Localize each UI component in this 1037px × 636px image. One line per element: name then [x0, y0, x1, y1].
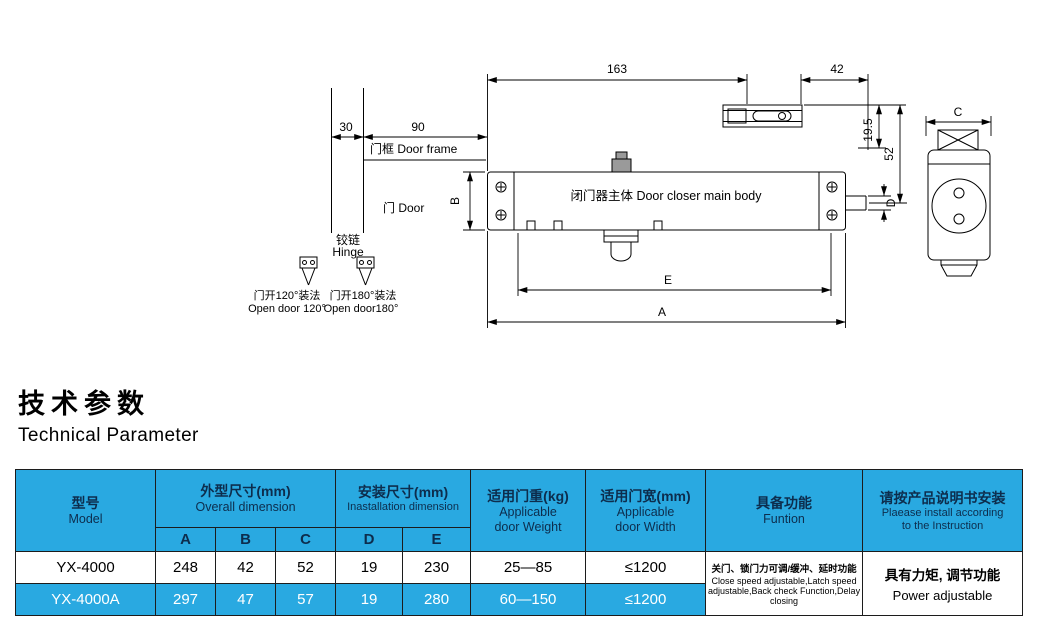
pinion-shaft: [845, 195, 867, 211]
weight-header-en1: Applicable: [499, 505, 557, 520]
power-cell: 具有力矩, 调节功能 Power adjustable: [862, 551, 1024, 616]
col-header-d: D: [335, 527, 404, 552]
screw-holes: [495, 181, 838, 221]
model-header-cn: 型号: [71, 495, 100, 512]
open-180-label-cn: 门开180°装法: [330, 288, 397, 302]
dim-e-label: E: [664, 273, 672, 287]
note-header-cn: 请按产品说明书安装: [879, 489, 1006, 506]
dim-d-label: D: [884, 198, 898, 207]
dim-90-label: 90: [411, 120, 425, 134]
power-text-cn: 具有力矩, 调节功能: [884, 568, 1001, 583]
col-header-overall: 外型尺寸(mm) Overall dimension: [154, 469, 337, 528]
drawing-texts: 30 90 163 42 19.5 52 B D C E A 门框 Door f…: [248, 62, 963, 319]
col-header-e: E: [402, 527, 472, 552]
door-closer-body: [487, 151, 846, 262]
function-header-cn: 具备功能: [756, 495, 813, 512]
cell-width: ≤1200: [585, 583, 707, 616]
install-header-cn: 安装尺寸(mm): [357, 484, 449, 501]
cell-dim-c: 52: [274, 551, 337, 584]
col-header-note: 请按产品说明书安装 Plaease install according to t…: [862, 469, 1024, 552]
valve-screw: [526, 220, 536, 231]
table-row: YX-4000 248 42 52 19 230 25—85 ≤1200 关门、…: [15, 551, 1024, 616]
hinge-label-en: Hinge: [332, 245, 364, 259]
dim-c-label: C: [954, 105, 963, 119]
overall-header-cn: 外型尺寸(mm): [200, 483, 291, 500]
dim-52-label: 52: [882, 147, 896, 161]
main-body-label: 闭门器主体 Door closer main body: [570, 188, 762, 203]
cell-weight: 60—150: [470, 583, 587, 616]
function-header-en: Funtion: [763, 512, 805, 527]
dim-30-label: 30: [339, 120, 353, 134]
door-frame-lines: [331, 88, 486, 233]
open-120-label-en: Open door 120°: [248, 303, 326, 315]
col-header-c: C: [274, 527, 337, 552]
cell-model: YX-4000: [15, 551, 156, 584]
cell-dim-b: 42: [215, 551, 276, 584]
section-title: 技术参数 Technical Parameter: [18, 382, 199, 447]
open-180-label-en: Open door180°: [324, 303, 399, 315]
col-header-b: B: [215, 527, 276, 552]
dim-a-label: A: [658, 305, 666, 319]
pinion-cap: [611, 158, 632, 173]
width-header-cn: 适用门宽(mm): [600, 488, 691, 505]
col-header-install: 安装尺寸(mm) Inastallation dimension: [335, 469, 472, 528]
technical-drawing: 30 90 163 42 19.5 52 B D C E A 门框 Door f…: [248, 62, 992, 328]
dim-163-label: 163: [607, 62, 627, 76]
cell-dim-c: 57: [274, 583, 337, 616]
col-header-width: 适用门宽(mm) Applicable door Width: [585, 469, 707, 552]
door-label: 门 Door: [383, 200, 424, 215]
arm-shoe: [603, 229, 639, 262]
section-title-en: Technical Parameter: [18, 425, 199, 446]
table-row: YX-4000A 297 47 57 19 280 60—150 ≤1200: [15, 583, 1023, 616]
col-header-function: 具备功能 Funtion: [705, 469, 864, 552]
dim-42-label: 42: [830, 62, 844, 76]
cell-dim-b: 47: [215, 583, 276, 616]
function-text-cn: 关门、锁门力可调/缓冲、延时功能: [711, 563, 857, 575]
weight-header-en2: door Weight: [494, 519, 562, 534]
valve-screw: [653, 220, 663, 231]
dimension-lines-top: [331, 74, 869, 171]
hinge-symbols: [299, 256, 375, 286]
width-header-en1: Applicable: [616, 505, 675, 520]
cell-dim-d: 19: [335, 551, 404, 584]
cell-width: ≤1200: [585, 551, 707, 584]
install-header-en: Inastallation dimension: [347, 501, 459, 514]
door-frame-label: 门框 Door frame: [370, 141, 458, 156]
mounting-bracket: [722, 104, 803, 128]
section-title-cn: 技术参数: [18, 389, 150, 419]
col-header-weight: 适用门重(kg) Applicable door Weight: [470, 469, 587, 552]
width-header-en2: door Width: [615, 519, 676, 534]
open-120-label-cn: 门开120°装法: [254, 288, 321, 302]
cell-dim-e: 230: [402, 551, 472, 584]
cell-weight: 25—85: [470, 551, 587, 584]
dimension-lines-left: [463, 171, 485, 231]
side-view: [925, 116, 992, 277]
overall-header-en: Overall dimension: [195, 500, 296, 515]
valve-screw: [553, 220, 563, 231]
note-header-en1: Plaease install according: [881, 506, 1004, 519]
hinge-label-cn: 铰链: [336, 232, 360, 247]
power-text-en: Power adjustable: [892, 588, 993, 603]
dim-19-5-label: 19.5: [861, 118, 875, 142]
col-header-a: A: [155, 527, 216, 552]
cell-dim-a: 297: [155, 583, 216, 616]
model-header-en: Model: [68, 512, 103, 527]
spec-table: 型号 Model 外型尺寸(mm) Overall dimension 安装尺寸…: [15, 469, 1024, 616]
dimension-lines-right: [804, 104, 907, 222]
dim-b-label: B: [448, 197, 462, 205]
cell-dim-d: 19: [335, 583, 404, 616]
cell-model: YX-4000A: [15, 583, 156, 616]
function-cell: 关门、锁门力可调/缓冲、延时功能 Close speed adjustable,…: [705, 551, 864, 616]
dimension-lines-bottom: [487, 231, 846, 328]
col-header-model: 型号 Model: [15, 469, 156, 552]
weight-header-cn: 适用门重(kg): [487, 488, 569, 505]
cell-dim-a: 248: [155, 551, 216, 584]
function-text-en: Close speed adjustable,Latch speed adjus…: [707, 575, 861, 607]
cell-dim-e: 280: [402, 583, 472, 616]
note-header-en2: to the Instruction: [901, 519, 984, 532]
